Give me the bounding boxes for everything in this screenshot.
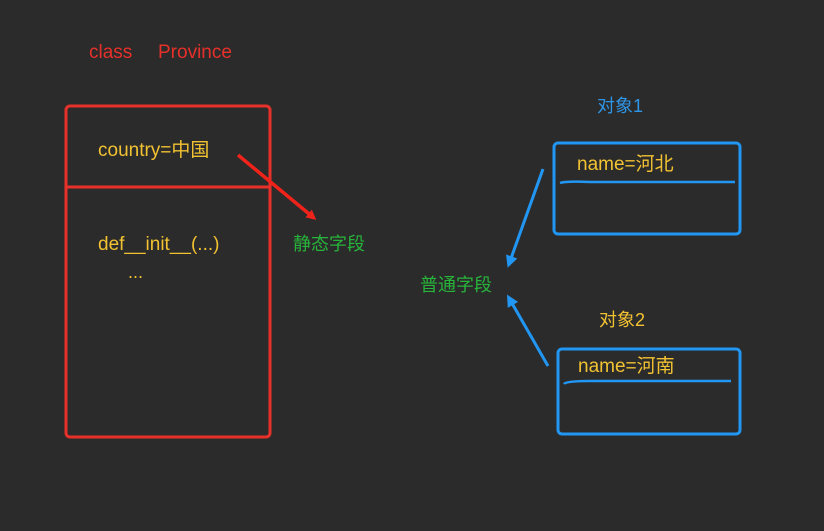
static-field-arrow xyxy=(236,153,317,220)
static-field-text: country=中国 xyxy=(98,140,210,161)
normal-field-label: 普通字段 xyxy=(420,275,492,295)
object1-field: name=河北 xyxy=(577,154,674,175)
init-method-text: def__init__(...) xyxy=(98,234,220,255)
object2-title: 对象2 xyxy=(599,310,646,330)
object2-box xyxy=(556,347,742,436)
object2-field: name=河南 xyxy=(578,356,675,377)
object1-underline xyxy=(559,180,735,185)
ellipsis-text: ... xyxy=(128,262,144,282)
class-name: Province xyxy=(158,42,232,63)
object1-title: 对象1 xyxy=(597,96,644,116)
class-box xyxy=(64,104,272,439)
normal-field-arrow-2 xyxy=(507,294,550,367)
object1-box xyxy=(552,141,742,236)
class-keyword: class xyxy=(89,42,133,63)
static-field-label: 静态字段 xyxy=(293,234,365,254)
normal-field-arrow-1 xyxy=(506,168,545,268)
object2-underline xyxy=(562,379,731,385)
